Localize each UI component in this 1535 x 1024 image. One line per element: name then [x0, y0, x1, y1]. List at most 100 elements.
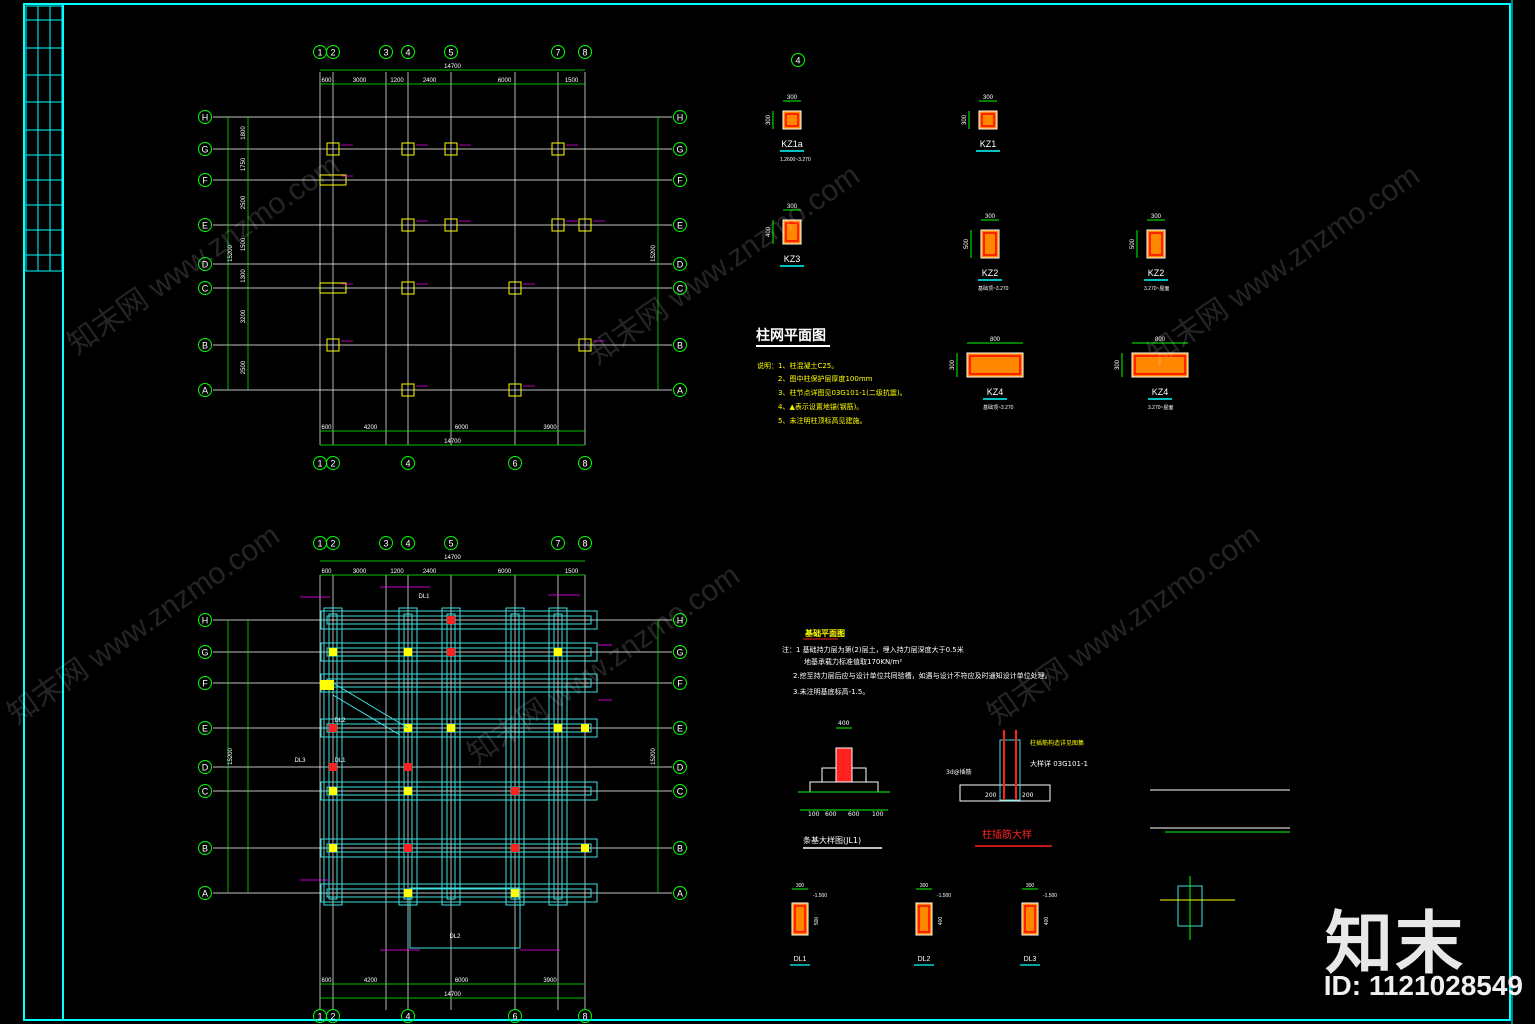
foundation-column — [404, 648, 412, 656]
foundation-note: 注：1 基础持力层为第(2)层土，埋入持力层深度大于0.5米 — [782, 645, 964, 654]
column-section — [782, 110, 802, 130]
dim-text: 6000 — [455, 425, 469, 431]
axis-label: A — [677, 889, 683, 899]
foundation-column — [320, 680, 334, 690]
foundation-column — [404, 844, 412, 852]
dim-text: 15200 — [651, 747, 657, 764]
axis-bubble — [673, 841, 687, 855]
dim-text: 1300 — [241, 269, 247, 283]
dim-text: 300 — [1026, 883, 1035, 889]
dim-text: 1200 — [390, 569, 404, 575]
foundation-column — [581, 724, 589, 732]
foundation-notes: 基础平面图 注：1 基础持力层为第(2)层土，埋入持力层深度大于0.5米 地基承… — [782, 628, 1052, 696]
column-mark — [401, 281, 415, 295]
column-stirrup — [981, 113, 995, 127]
column-mark — [326, 338, 340, 352]
column-details: 300300KZ1a1.2600~3.2704300300KZ1300400KZ… — [766, 53, 1189, 411]
dim-text: 300 — [766, 114, 772, 125]
axis-bubble — [198, 383, 212, 397]
axis-label: B — [677, 341, 683, 351]
column-stirrup — [785, 113, 799, 127]
axis-label: F — [202, 176, 208, 186]
beam-stirrup — [1024, 905, 1036, 933]
dim-text: 1500 — [565, 569, 579, 575]
foundation-column — [404, 889, 412, 897]
axis-bubble — [673, 760, 687, 774]
foundation-note: 2.挖至持力层后应与设计单位共同验槽，如遇与设计不符应及时通知设计单位处理。 — [793, 671, 1052, 680]
rebar-detail-right — [1150, 789, 1290, 940]
column-mark — [578, 338, 592, 352]
axis-label: C — [677, 787, 684, 797]
dim-text: 1200 — [390, 78, 404, 84]
axis-bubble — [791, 53, 805, 67]
axis-label: H — [202, 616, 209, 626]
dim-text: 4200 — [364, 978, 378, 984]
footing-wall — [326, 615, 592, 625]
axis-bubble — [401, 1009, 415, 1023]
axis-label: H — [677, 113, 684, 123]
axis-bubble — [673, 383, 687, 397]
axis-label: 4 — [405, 48, 410, 58]
dim-text: 14700 — [444, 439, 461, 445]
axis-bubble — [444, 536, 458, 550]
foundation-column — [511, 889, 519, 897]
strip-top-dim: 400 — [838, 720, 850, 727]
dim-text: 300 — [787, 95, 798, 101]
axis-label: 3 — [383, 48, 388, 58]
axis-bubble — [198, 760, 212, 774]
foundation-column — [554, 724, 562, 732]
column-name: KZ2 — [982, 268, 999, 278]
dim-text: 15200 — [228, 747, 234, 764]
foundation-column — [329, 787, 337, 795]
footing-strip — [441, 607, 461, 906]
foundation-column — [447, 616, 455, 624]
axis-label: G — [201, 145, 208, 155]
axis-bubble — [198, 142, 212, 156]
foundation-column — [554, 648, 562, 656]
anchor-sub: 3d@插筋 — [946, 768, 972, 776]
dim-text: 2400 — [423, 569, 437, 575]
dim-text: 14700 — [444, 992, 461, 998]
footing-strip — [323, 607, 343, 906]
axis-label: C — [202, 284, 209, 294]
axis-bubble — [326, 536, 340, 550]
axis-label: 8 — [582, 539, 587, 549]
dim-text: 300 — [1151, 214, 1162, 220]
dim-text: 1500 — [565, 78, 579, 84]
dim-text: 6000 — [498, 569, 512, 575]
dim-text: 300 — [985, 214, 996, 220]
beam-label: DL2 — [334, 718, 346, 724]
axis-label: 3 — [383, 539, 388, 549]
foundation-column — [329, 844, 337, 852]
axis-bubble — [198, 218, 212, 232]
axis-label: 8 — [582, 459, 587, 469]
axis-label: 4 — [405, 459, 410, 469]
note-line: 4、▲表示设置地锚(钢筋)。 — [778, 402, 863, 411]
axis-bubble — [198, 721, 212, 735]
footing-wall — [446, 613, 456, 900]
anchor-dim: 200 — [1022, 792, 1034, 799]
axis-bubble — [578, 456, 592, 470]
dim-text: 300 — [787, 204, 798, 210]
axis-bubble — [673, 721, 687, 735]
axis-bubble — [379, 536, 393, 550]
anchor-ref: 大样详 03G101-1 — [1030, 759, 1088, 768]
axis-label: 6 — [512, 459, 517, 469]
dim-text: 1500 — [241, 237, 247, 251]
footing-strip — [409, 887, 521, 949]
note-line: 3、柱节点详图见03G101-1(二级抗震)。 — [778, 388, 907, 397]
foundation-column — [511, 787, 519, 795]
brand-watermark: 知末 — [1324, 905, 1465, 984]
foundation-column — [329, 648, 337, 656]
axis-bubble — [198, 886, 212, 900]
dim-text: 1800 — [241, 126, 247, 140]
foundation-note: 地基承载力标准值取170KN/m² — [804, 657, 902, 666]
dim-text: 3200 — [241, 309, 247, 323]
axis-label: D — [202, 260, 209, 270]
column-section — [782, 219, 802, 245]
axis-label: 5 — [448, 539, 453, 549]
column-note: 基础顶~3.270 — [978, 285, 1009, 292]
dim-text: 500 — [964, 238, 970, 249]
title-block — [25, 5, 63, 272]
